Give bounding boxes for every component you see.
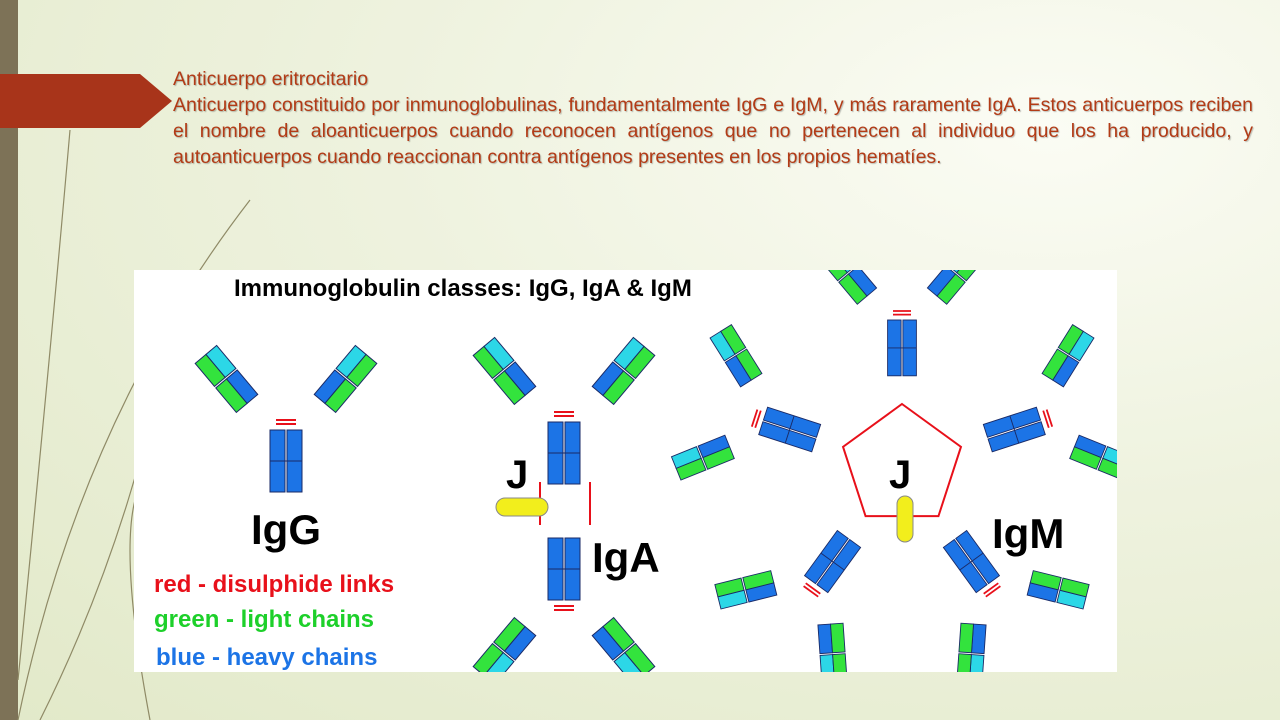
light-chain [1057, 324, 1084, 355]
antibody-arm [819, 270, 878, 305]
heavy-chain [971, 623, 987, 655]
antibody-monomer [670, 324, 822, 481]
light-chain [215, 378, 248, 414]
light-chain [832, 653, 848, 672]
antibody-monomer [819, 270, 985, 377]
light-chain [720, 324, 747, 355]
j-chain [495, 497, 549, 517]
light-chain [346, 353, 378, 388]
iga-lower-monomer [472, 537, 656, 672]
domain-divider [1009, 415, 1020, 444]
light-chain [1029, 570, 1062, 591]
slide-description: Anticuerpo constituido por inmunoglobuli… [173, 94, 1253, 168]
light-chain [602, 616, 635, 652]
light-chain [714, 577, 745, 598]
light-chain [838, 273, 868, 305]
light-chain [675, 457, 707, 481]
legend-light-chains: green - light chains [154, 606, 374, 633]
domain-divider [820, 552, 845, 571]
antibody-arm [1041, 324, 1095, 388]
light-chain [493, 616, 526, 652]
light-chain [472, 345, 504, 380]
disulphide-link [805, 582, 821, 595]
variable-domain [819, 654, 835, 672]
antibody-arm [472, 336, 537, 406]
igm-unit [982, 324, 1117, 481]
antibody-arm [1026, 570, 1090, 610]
light-chain [1097, 457, 1117, 481]
light-chain [194, 353, 226, 388]
disulphide-link [754, 410, 762, 429]
antibody-arm [591, 616, 656, 672]
slide-text: Anticuerpo eritrocitario Anticuerpo cons… [173, 66, 1253, 170]
light-chain [830, 622, 846, 654]
disulphide-link [1042, 410, 1050, 429]
title-arrow-shape [0, 74, 172, 128]
disulphide-link [750, 409, 759, 427]
antibody-arm [670, 434, 735, 481]
domain-divider [959, 552, 984, 571]
light-chain [1041, 348, 1069, 381]
antibody-arm [313, 344, 378, 414]
disulphide-link [803, 585, 819, 598]
legend-heavy-chains: blue - heavy chains [156, 644, 377, 671]
igm-diagram [670, 270, 1117, 672]
igg-label: IgG [251, 506, 321, 553]
disulphide-link [985, 585, 1001, 598]
iga-j-label: J [506, 453, 528, 497]
antibody-arm [194, 344, 259, 414]
j-chain [896, 495, 914, 543]
iga-diagram [472, 336, 656, 672]
igm-label: IgM [992, 510, 1064, 557]
antibody-arm [472, 616, 537, 672]
light-chain [324, 378, 357, 414]
antibody-arm [714, 570, 778, 610]
variable-domain [969, 654, 985, 672]
light-chain [742, 570, 775, 591]
antibody-monomer [194, 344, 378, 493]
light-chain [956, 653, 972, 672]
antibody-monomer [472, 537, 656, 672]
antibody-arm [591, 336, 656, 406]
light-chain [624, 642, 656, 672]
domain-divider [784, 415, 795, 444]
immunoglobulin-figure: Immunoglobulin classes: IgG, IgA & IgM I… [134, 270, 1117, 672]
igm-j-label: J [889, 453, 911, 497]
antibody-monomer [714, 529, 862, 672]
disulphide-link [1045, 409, 1054, 427]
light-chain [493, 370, 526, 406]
antibody-monomer [982, 324, 1117, 481]
light-chain [1069, 446, 1102, 470]
light-chain [735, 348, 763, 381]
light-chain [958, 622, 974, 654]
slide-title: Anticuerpo eritrocitario [173, 68, 369, 90]
antibody-monomer [472, 336, 656, 485]
light-chain [956, 270, 985, 282]
light-chain [624, 345, 656, 380]
light-chain [472, 642, 504, 672]
antibody-arm [1069, 434, 1117, 481]
antibody-arm [956, 622, 987, 672]
left-accent-bar [0, 0, 18, 720]
light-chain [702, 446, 735, 470]
light-chain [936, 273, 966, 305]
igm-unit [714, 529, 862, 672]
igg-diagram [194, 344, 378, 493]
light-chain [819, 270, 848, 282]
antibody-arm [817, 622, 848, 672]
figure-heading: Immunoglobulin classes: IgG, IgA & IgM [234, 275, 692, 302]
legend-disulphide: red - disulphide links [154, 571, 394, 598]
antibody-arm [709, 324, 763, 388]
antibody-monomer [942, 529, 1090, 672]
heavy-chain [817, 623, 833, 655]
igm-unit [670, 324, 822, 481]
igm-unit [942, 529, 1090, 672]
igm-unit [819, 270, 985, 377]
disulphide-link [983, 582, 999, 595]
iga-label: IgA [592, 534, 660, 581]
light-chain [1059, 577, 1090, 598]
antibody-arm [926, 270, 985, 305]
light-chain [602, 370, 635, 406]
